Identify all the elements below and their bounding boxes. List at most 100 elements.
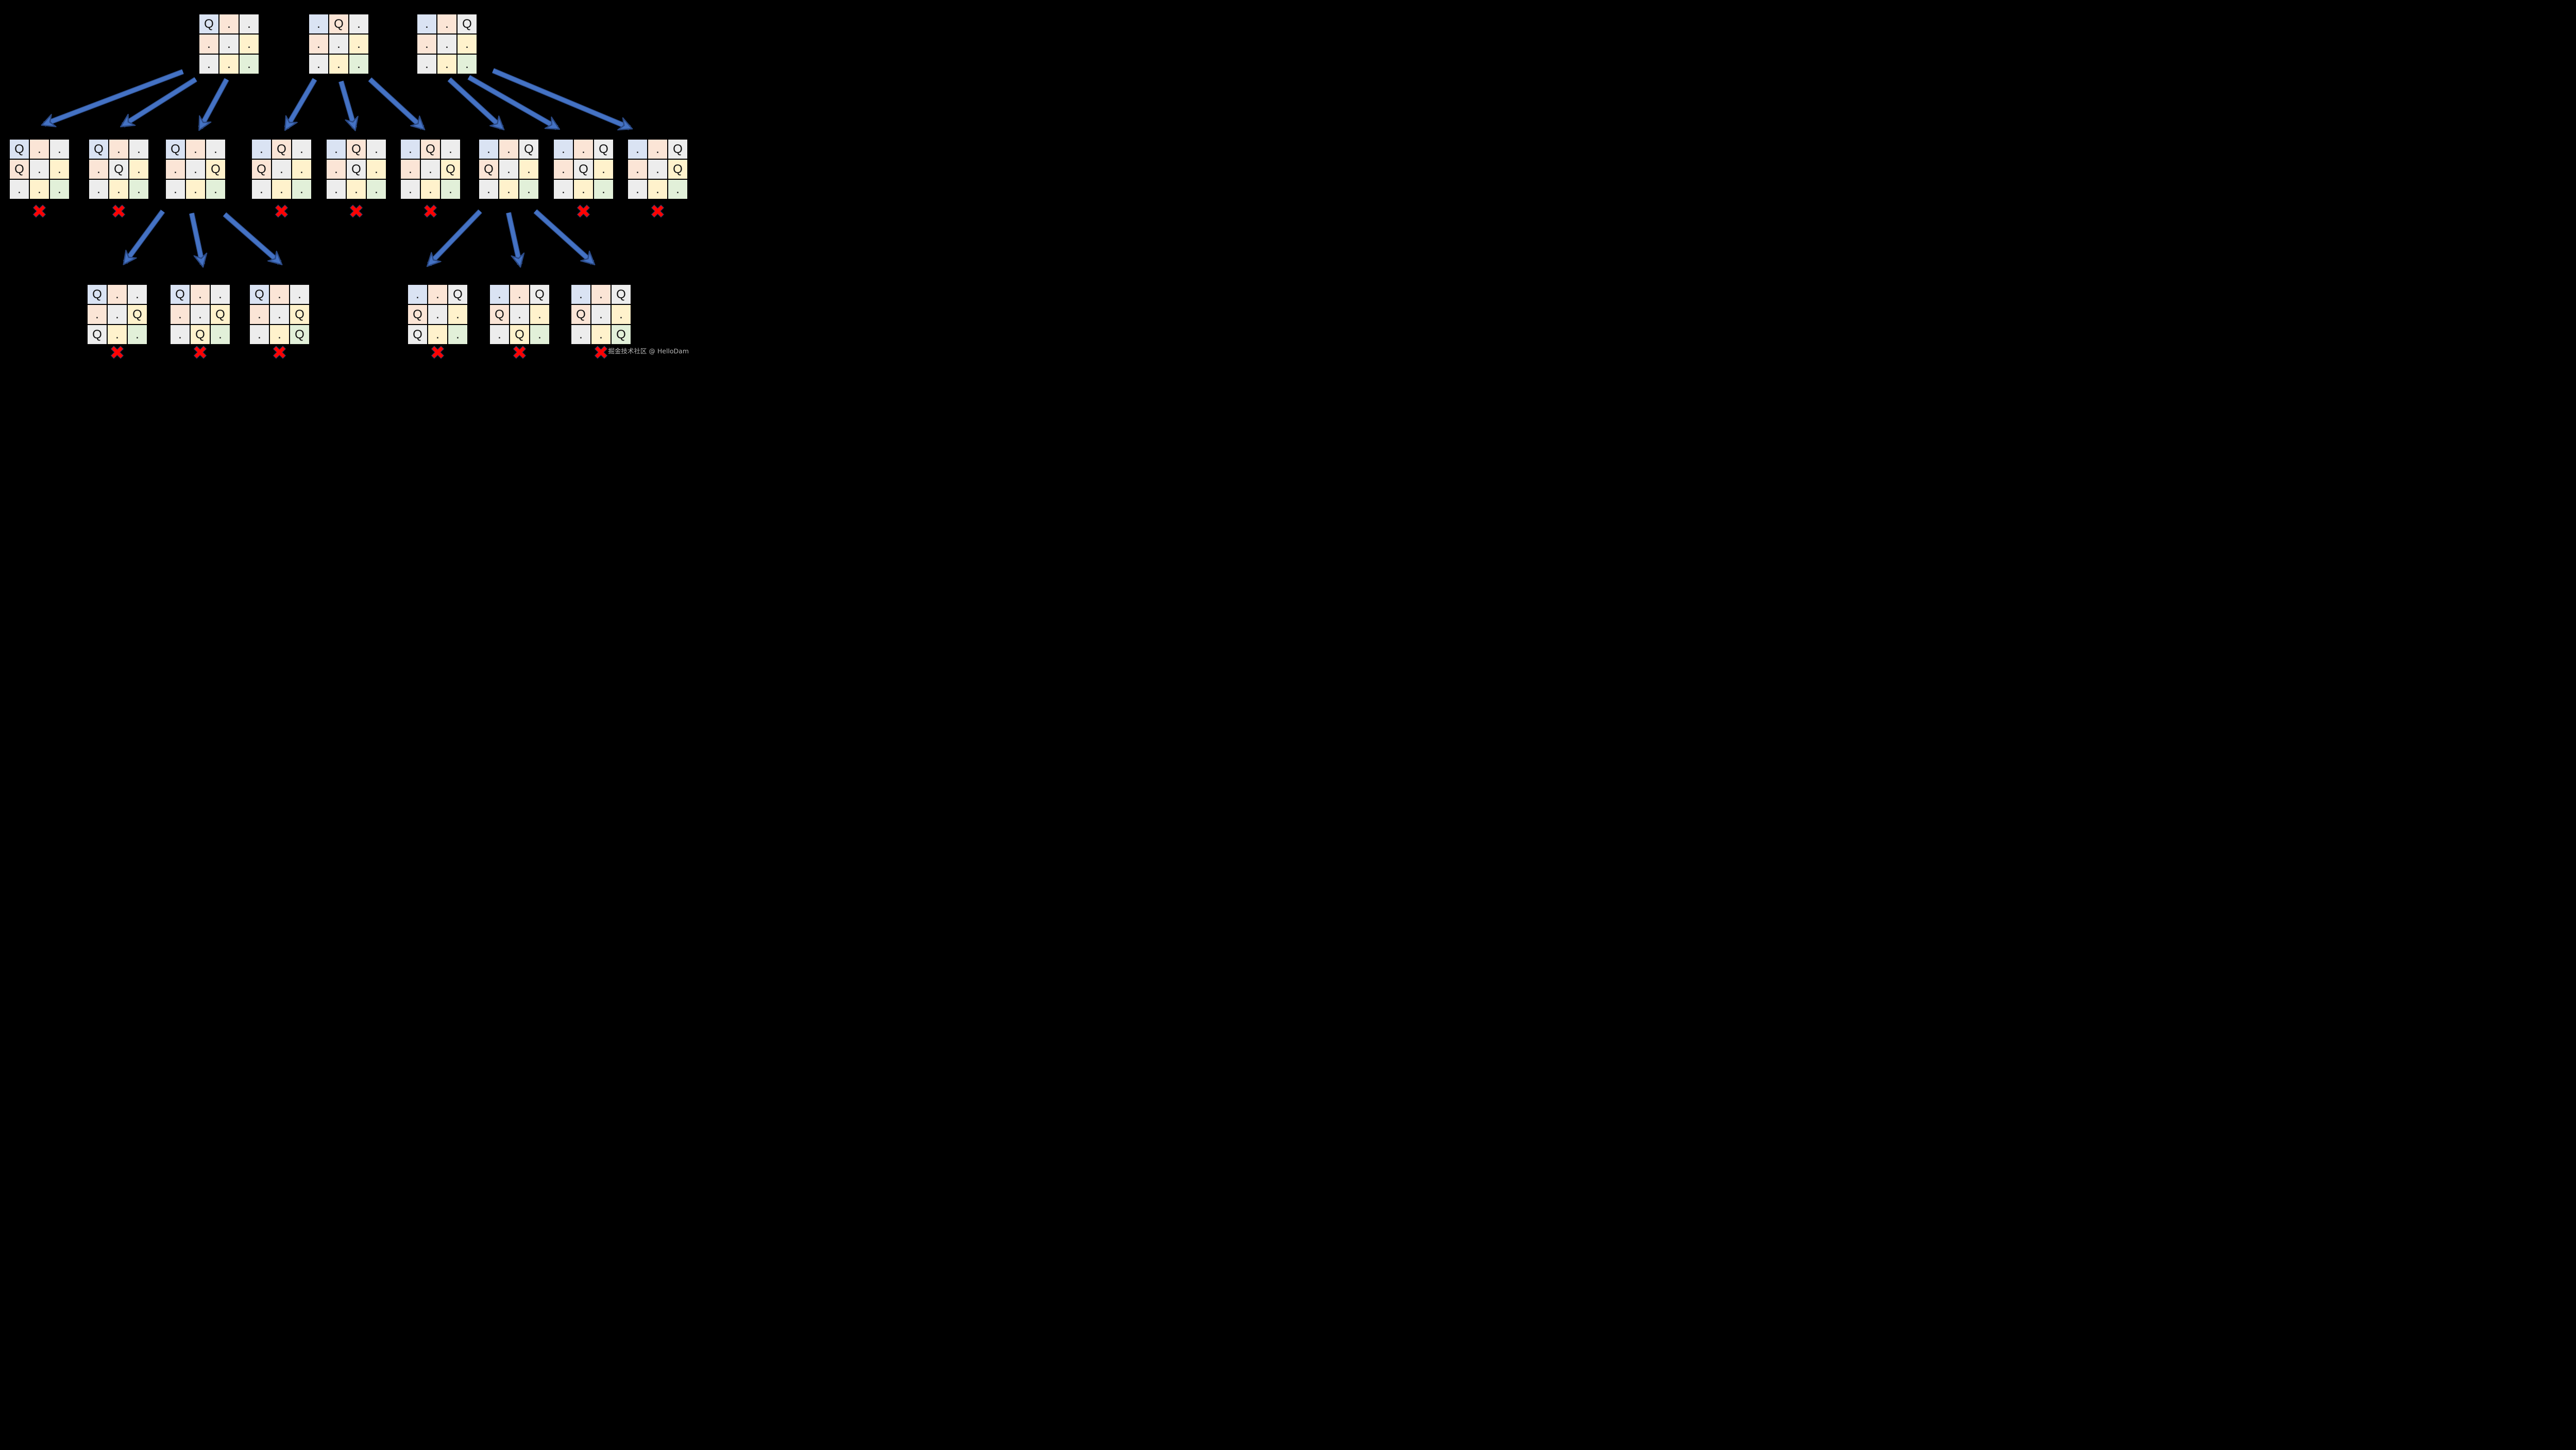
cell-empty: . [186, 180, 205, 199]
cell-empty: . [499, 160, 518, 179]
board-M2: Q....Q.Q. [170, 284, 231, 345]
cell-empty: . [554, 160, 573, 179]
cell-queen: Q [89, 140, 108, 159]
cell-empty: . [510, 305, 529, 324]
edge-arrow-R2-N6 [368, 77, 422, 128]
edge-arrow-N3-M1 [125, 209, 165, 262]
cell-queen: Q [199, 14, 218, 33]
cell-empty: . [571, 325, 590, 344]
cell-empty: . [612, 305, 631, 324]
cell-empty: . [272, 160, 291, 179]
cell-queen: Q [668, 160, 687, 179]
fail-cross-icon: ✖ [31, 201, 47, 223]
fail-cross-icon: ✖ [512, 343, 528, 363]
cell-queen: Q [574, 160, 593, 179]
cell-empty: . [309, 55, 328, 74]
cell-empty: . [437, 14, 456, 33]
cell-empty: . [499, 180, 518, 199]
cell-empty: . [490, 285, 509, 304]
fail-cross-icon: ✖ [348, 201, 364, 223]
cell-empty: . [30, 180, 49, 199]
fail-cross-icon: ✖ [111, 201, 127, 223]
cell-empty: . [50, 180, 69, 199]
cell-empty: . [186, 160, 205, 179]
cell-empty: . [327, 140, 346, 159]
cell-empty: . [441, 180, 460, 199]
cell-empty: . [252, 180, 271, 199]
cell-queen: Q [171, 285, 190, 304]
board-N8: ..Q.Q.... [553, 139, 614, 200]
cell-empty: . [250, 305, 269, 324]
edge-arrow-N3-M3 [223, 212, 280, 263]
cell-empty: . [30, 140, 49, 159]
cell-empty: . [574, 140, 593, 159]
cell-empty: . [510, 285, 529, 304]
cell-queen: Q [166, 140, 185, 159]
cell-empty: . [309, 14, 328, 33]
cell-empty: . [50, 160, 69, 179]
cell-queen: Q [10, 140, 29, 159]
cell-queen: Q [594, 140, 613, 159]
cell-queen: Q [290, 325, 309, 344]
cell-empty: . [367, 160, 386, 179]
cell-empty: . [421, 180, 440, 199]
cell-empty: . [171, 305, 190, 324]
cell-queen: Q [612, 325, 631, 344]
cell-queen: Q [109, 160, 128, 179]
cell-empty: . [628, 180, 647, 199]
cell-empty: . [648, 180, 667, 199]
edge-arrow-R1-N1 [44, 69, 184, 124]
edge-arrow-R1-N3 [198, 78, 229, 128]
cell-empty: . [594, 180, 613, 199]
cell-queen: Q [347, 140, 366, 159]
cell-empty: . [327, 180, 346, 199]
cell-empty: . [329, 55, 348, 74]
cell-queen: Q [272, 140, 291, 159]
cell-empty: . [206, 140, 225, 159]
cell-empty: . [554, 140, 573, 159]
cell-empty: . [191, 305, 210, 324]
cell-queen: Q [206, 160, 225, 179]
cell-empty: . [240, 35, 259, 54]
cell-empty: . [349, 55, 368, 74]
cell-empty: . [401, 140, 420, 159]
cell-empty: . [349, 35, 368, 54]
board-R1: Q........ [198, 13, 260, 75]
cell-empty: . [490, 325, 509, 344]
cell-queen: Q [668, 140, 687, 159]
cell-queen: Q [612, 285, 631, 304]
cell-empty: . [457, 55, 477, 74]
fail-cross-icon: ✖ [109, 343, 125, 363]
board-N2: Q...Q.... [88, 139, 149, 200]
cell-empty: . [108, 285, 127, 304]
cell-empty: . [129, 180, 148, 199]
cell-empty: . [219, 14, 239, 33]
board-N6: .Q...Q... [400, 139, 461, 200]
cell-empty: . [437, 55, 456, 74]
cell-empty: . [530, 305, 549, 324]
cell-empty: . [89, 160, 108, 179]
cell-empty: . [10, 180, 29, 199]
fail-cross-icon: ✖ [192, 343, 208, 363]
cell-queen: Q [519, 140, 538, 159]
fail-cross-icon: ✖ [593, 343, 609, 363]
edge-arrow-N7-M5 [505, 212, 520, 264]
edge-arrow-R3-N8 [467, 75, 557, 130]
cell-empty: . [240, 14, 259, 33]
cell-empty: . [199, 55, 218, 74]
cell-empty: . [108, 325, 127, 344]
watermark: 掘金技术社区 @ HelloDam [608, 347, 689, 355]
board-M3: Q....Q..Q [249, 284, 310, 345]
cell-empty: . [290, 285, 309, 304]
cell-queen: Q [128, 305, 147, 324]
cell-empty: . [457, 35, 477, 54]
cell-queen: Q [10, 160, 29, 179]
cell-queen: Q [88, 325, 107, 344]
cell-empty: . [367, 140, 386, 159]
cell-empty: . [347, 180, 366, 199]
cell-empty: . [219, 55, 239, 74]
cell-empty: . [250, 325, 269, 344]
cell-empty: . [109, 140, 128, 159]
